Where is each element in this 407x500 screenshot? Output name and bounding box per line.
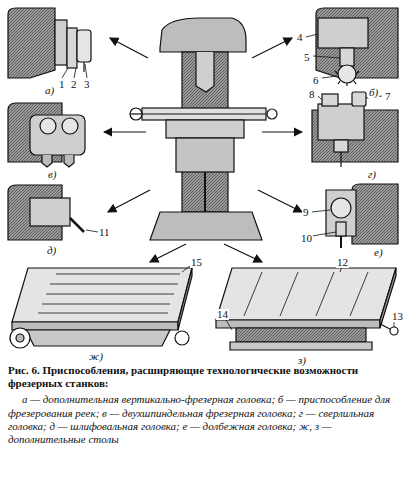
callout-number: 14 — [216, 309, 229, 320]
callout-number: 7 — [384, 91, 392, 102]
caption-block: Рис. 6. Приспособления, расширяющие техн… — [8, 364, 399, 446]
callout-number: 12 — [336, 257, 349, 268]
figure-letter: б) — [368, 87, 379, 98]
callout-number: 2 — [70, 79, 78, 90]
figure-letter: з) — [297, 355, 307, 366]
figure-title: Рис. 6. Приспособления, расширяющие техн… — [8, 364, 399, 390]
figure-letter: д) — [46, 245, 57, 256]
figure-letter: ж) — [88, 351, 104, 362]
callout-number: 13 — [391, 311, 404, 322]
callout-number: 6 — [312, 75, 320, 86]
callout-number: 5 — [303, 52, 311, 63]
callout-number: 1 — [58, 79, 66, 90]
figure-letter: г) — [367, 169, 377, 180]
figure-letter: в) — [47, 169, 57, 180]
callout-number: 15 — [190, 257, 203, 268]
callout-number: 10 — [300, 233, 313, 244]
figure-caption: а — дополнительная вертикально-фрезерная… — [8, 393, 399, 446]
callout-number: 11 — [98, 227, 111, 238]
figure-letter: е) — [373, 247, 384, 258]
figure-letter: а) — [44, 85, 55, 96]
callout-number: 9 — [302, 207, 310, 218]
callout-number: 3 — [83, 79, 91, 90]
callout-number: 4 — [296, 32, 304, 43]
callout-number: 8 — [308, 89, 316, 100]
